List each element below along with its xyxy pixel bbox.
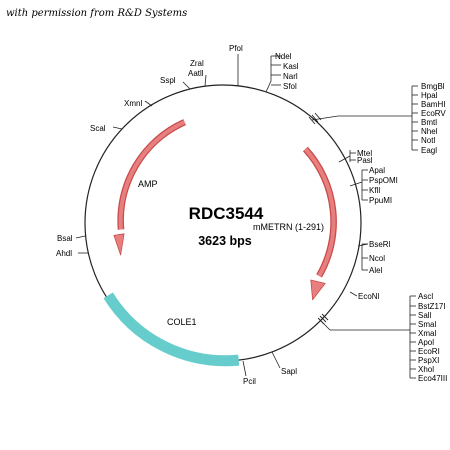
site-label-ecori: EcoRI (418, 347, 440, 356)
site-label-kfll: Kfll (369, 186, 380, 195)
site-label-pspomi: PspOMI (369, 176, 398, 185)
cole1-label: COLE1 (167, 317, 197, 327)
site-label-sfol: Sfol (283, 82, 297, 91)
site-label-econl: EcoNl (358, 292, 380, 301)
site-label-bmtl: Bmtl (421, 118, 437, 127)
site-label-ndel: Ndel (275, 52, 292, 61)
site-label-pasl: Pasl (357, 156, 373, 165)
mmetrn-feature-arrow (302, 146, 337, 301)
credit-text: with permission from R&D Systems (6, 8, 187, 19)
amp-label: AMP (138, 179, 158, 189)
site-label-pspxi: PspXI (418, 356, 439, 365)
site-label-sall: Sall (418, 311, 432, 320)
site-label-xhol: Xhol (418, 365, 434, 374)
site-label-xmal: Xmal (418, 329, 436, 338)
site-label-sspl: Sspl (160, 76, 176, 85)
site-label-eagl: Eagl (421, 146, 437, 155)
site-label-hpal: Hpal (421, 91, 438, 100)
site-label-kasl: Kasl (283, 62, 299, 71)
site-label-xmnl: Xmnl (124, 99, 142, 108)
site-label-ascl: Ascl (418, 292, 433, 301)
site-label-bmgbl: BmgBl (421, 82, 445, 91)
site-label-alel: Alel (369, 266, 383, 275)
amp-feature-arrow (113, 119, 186, 256)
site-label-eco47iii: Eco47III (418, 374, 447, 383)
site-label-ecorv: EcoRV (421, 109, 446, 118)
site-label-ncol: Ncol (369, 254, 385, 263)
site-label-ahdl: Ahdl (56, 249, 72, 258)
site-label-apal: Apal (369, 166, 385, 175)
plasmid-name: RDC3544 (189, 204, 264, 223)
site-label-bserl: BseRl (369, 240, 391, 249)
site-label-zral: Zral (190, 59, 204, 68)
site-label-smal: Smal (418, 320, 436, 329)
site-label-apol: Apol (418, 338, 434, 347)
site-label-aatll: Aatll (188, 69, 204, 78)
site-label-sapl: Sapl (281, 367, 297, 376)
site-label-bstz17i: BstZ17I (418, 302, 446, 311)
cluster-ticks (308, 112, 329, 325)
site-label-ppumi: PpuMI (369, 196, 392, 205)
site-label-pfol: Pfol (229, 44, 243, 53)
site-label-narl: Narl (283, 72, 298, 81)
site-label-pcil: Pcil (243, 377, 256, 386)
mmetrn-label: mMETRN (1-291) (253, 222, 324, 232)
site-label-bsal: Bsal (57, 234, 73, 243)
site-label-nhel: Nhel (421, 127, 438, 136)
site-label-notl: Notl (421, 136, 435, 145)
site-label-mtel: Mtel (357, 149, 372, 158)
site-label-bamhi: BamHI (421, 100, 445, 109)
plasmid-size: 3623 bps (198, 234, 252, 248)
site-leader-lines (75, 54, 418, 379)
site-label-scal: Scal (90, 124, 106, 133)
cole1-feature (103, 292, 240, 367)
